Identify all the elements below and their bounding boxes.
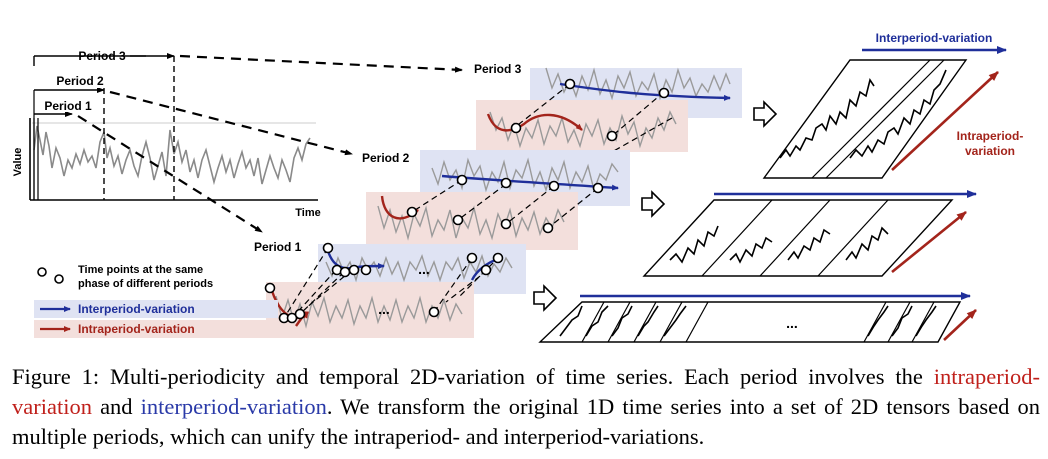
caption-rest: . We transform the original 1D time seri… <box>12 394 1040 449</box>
period1-stack: Period 1 ... ... <box>254 240 526 338</box>
legend-inter-label: Interperiod-variation <box>78 302 195 316</box>
caption-and: and <box>91 394 141 419</box>
legend: Time points at the same phase of differe… <box>34 264 278 338</box>
caption-intra: intraperiod-variation <box>12 364 1040 419</box>
period2-stack-label: Period 2 <box>362 151 410 165</box>
period1-stack-label: Period 1 <box>254 240 302 254</box>
transform-arrow-icon <box>753 100 778 128</box>
period-connectors <box>77 54 463 233</box>
tensor-intra-label-line1: Intraperiod- <box>957 129 1024 143</box>
y-axis-label: Value <box>12 148 24 177</box>
caption-lead: Figure 1: Multi-periodicity and temporal… <box>12 364 923 389</box>
period3-stack-label: Period 3 <box>474 62 522 76</box>
tensor-period3: Interperiod-variation Intraperiod- varia… <box>762 31 1024 179</box>
figure-caption: Figure 1: Multi-periodicity and temporal… <box>12 362 1040 452</box>
timeseries-line <box>33 125 311 186</box>
tensor-ellipsis: ... <box>786 315 798 331</box>
legend-points-line1: Time points at the same <box>78 264 203 276</box>
period3-stack: Period 3 <box>474 62 742 153</box>
stack-ellipsis-upper: ... <box>418 261 430 277</box>
tensor-intra-label-line2: variation <box>965 144 1015 158</box>
period2-label: Period 2 <box>56 74 104 88</box>
period3-label: Period 3 <box>78 49 126 63</box>
tensor-period1: ... <box>538 292 977 343</box>
caption-inter: interperiod-variation <box>140 394 327 419</box>
legend-point-icon <box>37 267 47 277</box>
period2-stack: Period 2 <box>362 150 630 250</box>
transform-arrow-icon <box>533 284 558 312</box>
legend-points-line2: phase of different periods <box>78 278 213 290</box>
stack-ellipsis-lower: ... <box>378 301 390 317</box>
legend-intra-label: Intraperiod-variation <box>78 322 195 336</box>
timeseries-plot: Value Time Period 3 Period 2 Period 1 <box>12 49 321 219</box>
transform-arrow-icon <box>641 190 666 218</box>
tensor-period2 <box>642 190 977 277</box>
transform-arrows <box>533 100 778 312</box>
tensor-inter-label: Interperiod-variation <box>876 31 993 45</box>
x-axis-label: Time <box>295 207 320 219</box>
period1-label: Period 1 <box>44 99 92 113</box>
figure-diagram: Value Time Period 3 Period 2 Period 1 Pe… <box>12 31 1024 343</box>
